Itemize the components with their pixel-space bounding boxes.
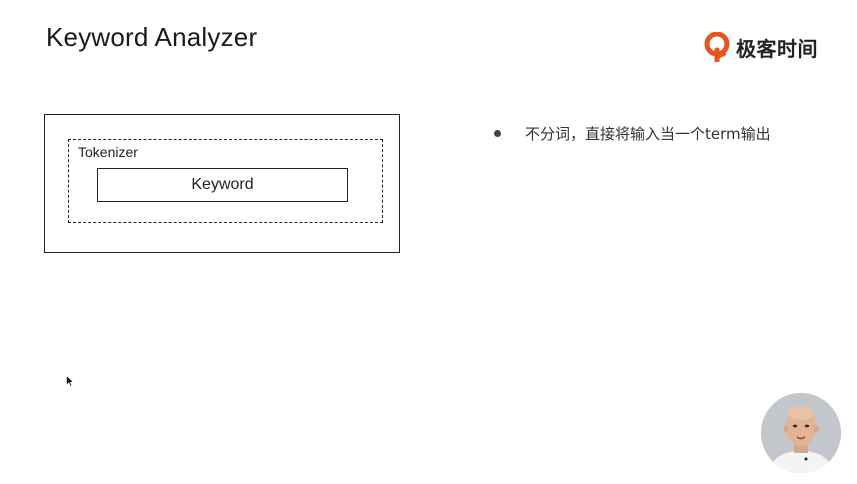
presenter-video-avatar: [761, 393, 841, 473]
bullet-list: 不分词，直接将输入当一个term输出: [494, 123, 771, 144]
keyword-box: Keyword: [97, 168, 348, 202]
keyword-label: Keyword: [191, 176, 254, 193]
geektime-logo-icon: [704, 32, 730, 62]
geektime-logo: 极客时间: [704, 32, 818, 62]
analyzer-box: [44, 114, 400, 253]
bullet-item: 不分词，直接将输入当一个term输出: [494, 123, 771, 144]
mouse-pointer-icon: [66, 375, 74, 387]
bullet-dot-icon: [494, 130, 501, 137]
tokenizer-label: Tokenizer: [78, 144, 138, 160]
presenter-avatar-icon: [761, 393, 841, 473]
logo-text: 极客时间: [736, 36, 818, 61]
tokenizer-dashed-box: [68, 139, 383, 223]
slide-title: Keyword Analyzer: [46, 22, 258, 52]
bullet-text: 不分词，直接将输入当一个term输出: [525, 125, 771, 143]
